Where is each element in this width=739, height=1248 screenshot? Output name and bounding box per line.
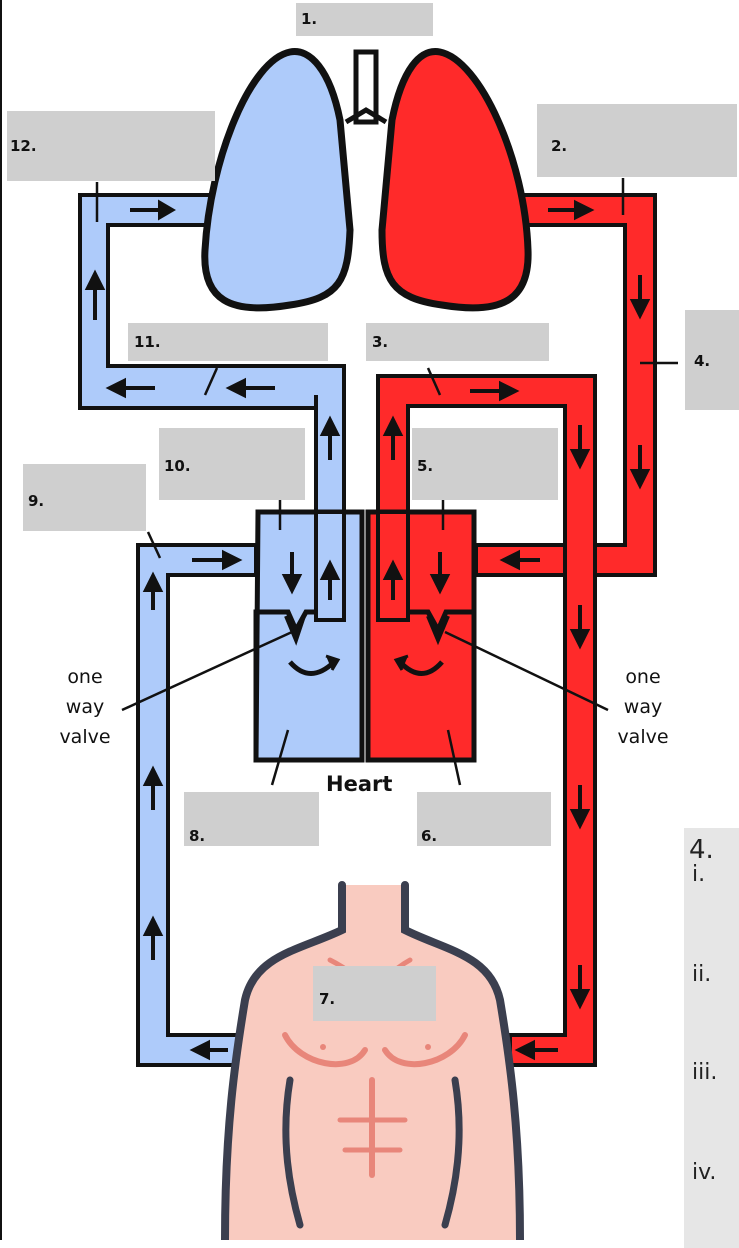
human-torso <box>225 885 520 1240</box>
label-box-12[interactable] <box>7 111 215 181</box>
label-number-3: 3. <box>372 333 388 351</box>
question-item-iii: iii. <box>692 1060 717 1085</box>
label-number-9: 9. <box>28 492 44 510</box>
label-number-12: 12. <box>10 137 37 155</box>
question-item-iv: iv. <box>692 1160 716 1185</box>
heart <box>256 512 474 760</box>
left-valve-word-3: valve <box>40 722 130 752</box>
label-box-3[interactable] <box>366 323 549 361</box>
label-number-6: 6. <box>421 827 437 845</box>
label-number-11: 11. <box>134 333 161 351</box>
question-panel <box>684 828 739 1248</box>
label-number-7: 7. <box>319 990 335 1008</box>
right-valve-word-3: valve <box>598 722 688 752</box>
right-lung <box>382 52 528 308</box>
right-valve-word-2: way <box>598 692 688 722</box>
lungs <box>205 52 528 308</box>
label-box-5[interactable] <box>412 428 558 500</box>
right-valve-caption: one way valve <box>598 662 688 752</box>
right-valve-word-1: one <box>598 662 688 692</box>
label-number-1: 1. <box>301 10 317 28</box>
label-number-4: 4. <box>694 352 710 370</box>
left-valve-word-1: one <box>40 662 130 692</box>
question-item-i: i. <box>692 862 705 887</box>
left-valve-word-2: way <box>40 692 130 722</box>
heart-title: Heart <box>326 772 392 796</box>
left-valve-caption: one way valve <box>40 662 130 752</box>
label-number-8: 8. <box>189 827 205 845</box>
label-number-2: 2. <box>551 137 567 155</box>
question-item-ii: ii. <box>692 962 711 987</box>
left-lung <box>205 52 350 308</box>
question-number: 4. <box>689 835 714 865</box>
label-number-10: 10. <box>164 457 191 475</box>
label-number-5: 5. <box>417 457 433 475</box>
